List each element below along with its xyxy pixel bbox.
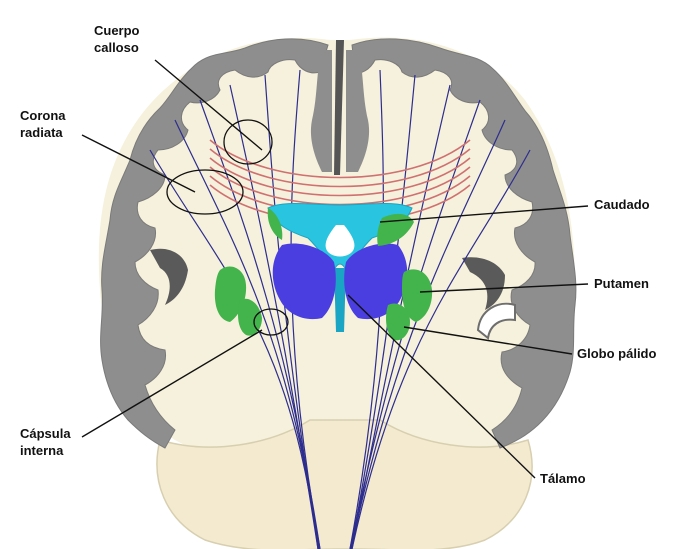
label-capsula-interna: Cápsula interna — [20, 425, 71, 459]
label-globo-palido: Globo pálido — [577, 345, 656, 362]
label-caudado: Caudado — [594, 196, 650, 213]
label-putamen: Putamen — [594, 275, 649, 292]
label-cuerpo-calloso-line2: calloso — [94, 39, 140, 56]
label-capsula-interna-line1: Cápsula — [20, 425, 71, 442]
label-corona-radiata-line1: Corona — [20, 107, 66, 124]
label-cuerpo-calloso-line1: Cuerpo — [94, 22, 140, 39]
label-cuerpo-calloso: Cuerpo calloso — [94, 22, 140, 56]
label-corona-radiata: Corona radiata — [20, 107, 66, 141]
label-capsula-interna-line2: interna — [20, 442, 71, 459]
label-talamo: Tálamo — [540, 470, 586, 487]
label-corona-radiata-line2: radiata — [20, 124, 66, 141]
